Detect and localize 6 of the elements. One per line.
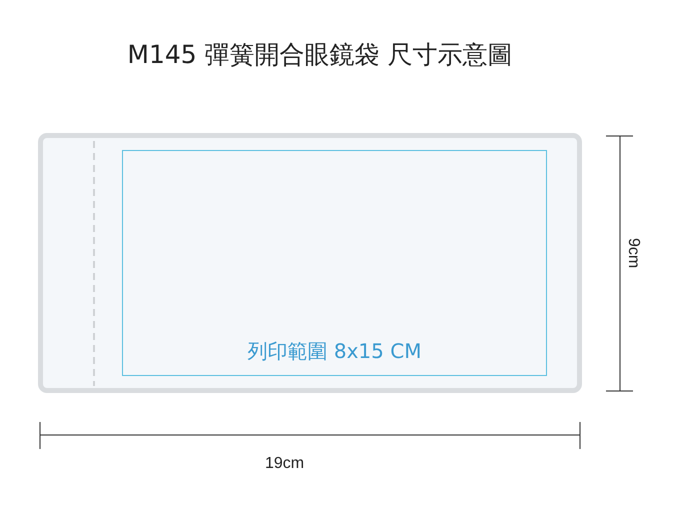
bag-outline: [38, 133, 582, 393]
print-area-label: 列印範圍 8x15 CM: [246, 338, 422, 365]
print-area-box: [122, 150, 547, 376]
dimension-label: 19cm: [265, 455, 304, 473]
dimension-label: 9cm: [624, 238, 642, 268]
title: M145 彈簧開合眼鏡袋 尺寸示意圖: [126, 39, 514, 71]
